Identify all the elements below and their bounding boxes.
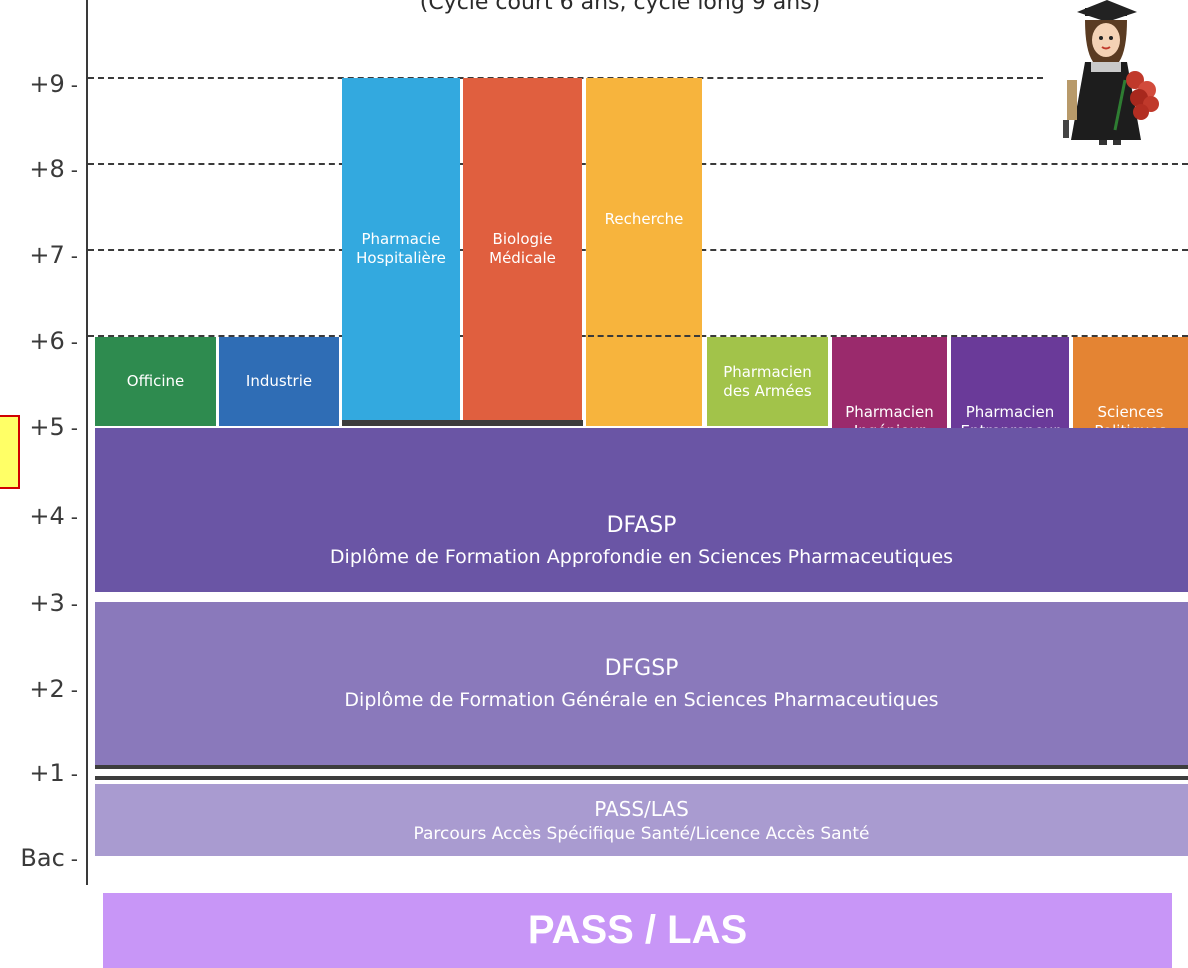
specialty-label-line2: des Armées (723, 381, 812, 400)
axis-tick-bac: Bac- (20, 844, 78, 872)
specialty-label: Officine (126, 372, 185, 391)
axis-tick-plus2: +2- (29, 675, 78, 703)
specialty-label-line1: Sciences (1097, 402, 1164, 421)
pass-block: PASS/LAS Parcours Accès Spécifique Santé… (95, 784, 1188, 856)
specialty-label-line1: Pharmacien (723, 362, 812, 381)
dfasp-title: DFASP (606, 512, 677, 538)
specialty-label-line2: Médicale (489, 249, 556, 267)
recherche-year-6-marker (588, 335, 700, 337)
year-axis (86, 0, 88, 885)
diagram-subtitle: (Cycle court 6 ans, cycle long 9 ans) (419, 0, 821, 15)
axis-tick-plus1: +1- (29, 759, 78, 787)
specialty-label-line1: Pharmacien (965, 402, 1055, 421)
dfgsp-subtitle: Diplôme de Formation Générale en Science… (344, 689, 939, 711)
dfasp-subtitle: Diplôme de Formation Approfondie en Scie… (329, 545, 954, 568)
specialty-recherche: Recherche (586, 78, 702, 426)
specialty-label-line2: Hospitalière (356, 249, 446, 267)
axis-tick-plus9: +9- (29, 70, 78, 98)
specialty-officine: Officine (95, 337, 216, 426)
axis-tick-plus6: +6- (29, 327, 78, 355)
pass-top-rule (95, 776, 1188, 780)
axis-tick-plus4: +4- (29, 502, 78, 530)
graduate-girl-icon (1063, 0, 1159, 145)
specialty-label-line1: Pharmacie (361, 230, 441, 249)
specialty-label: Industrie (245, 372, 313, 391)
pass-title: PASS/LAS (594, 796, 689, 821)
specialty-label-line1: Pharmacien (845, 402, 934, 421)
axis-tick-plus3: +3- (29, 589, 78, 617)
pass-las-banner: PASS / LAS (103, 893, 1172, 968)
specialty-label: Recherche (604, 210, 684, 228)
specialty-pharmacie-hospitaliere: Pharmacie Hospitalière (342, 78, 460, 420)
internat-separator (342, 420, 583, 429)
specialty-industrie: Industrie (219, 337, 339, 426)
axis-tick-plus7: +7- (29, 241, 78, 269)
pass-subtitle: Parcours Accès Spécifique Santé/Licence … (413, 823, 870, 844)
year-1-separator (95, 765, 1188, 774)
dfgsp-block: DFGSP Diplôme de Formation Générale en S… (95, 602, 1188, 765)
axis-tick-plus5: +5- (29, 413, 78, 441)
specialty-label-line1: Biologie (492, 230, 553, 249)
specialty-pharmacien-des-armees: Pharmacien des Armées (707, 337, 828, 426)
dfasp-block: DFASP Diplôme de Formation Approfondie e… (95, 428, 1188, 592)
callout-box-fragment (0, 415, 20, 489)
specialty-biologie-medicale: Biologie Médicale (463, 78, 582, 420)
axis-tick-plus8: +8- (29, 155, 78, 183)
dfgsp-title: DFGSP (604, 656, 679, 681)
